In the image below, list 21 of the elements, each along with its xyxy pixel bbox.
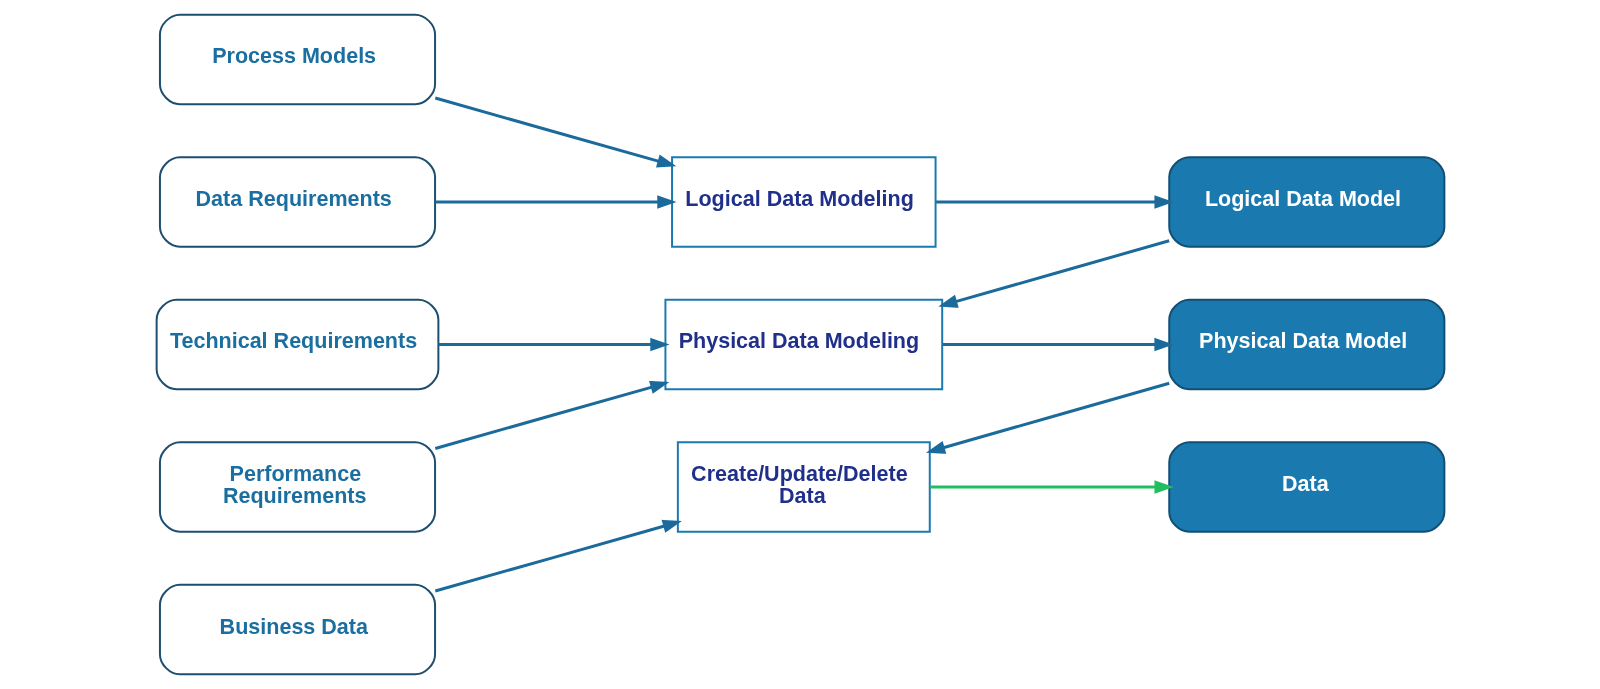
arrow <box>925 381 1170 454</box>
arrow <box>434 96 676 168</box>
arrow <box>935 195 1174 209</box>
node-box: Business Data <box>158 583 436 676</box>
node-box: Technical Requirements <box>155 298 439 391</box>
arrow <box>929 480 1174 494</box>
node-box: Logical Data Modeling <box>670 156 937 248</box>
node-box: Process Models <box>158 13 436 106</box>
arrow <box>434 195 677 209</box>
arrow <box>434 519 682 593</box>
arrow <box>434 380 669 450</box>
arrow <box>937 239 1170 308</box>
node-box: Create/Update/Delete Data <box>676 441 931 533</box>
arrow <box>942 337 1174 352</box>
node-box: Physical Data Model <box>1167 298 1445 391</box>
node-box: Performance Requirements <box>158 441 436 533</box>
node-box: Data Requirements <box>158 156 436 248</box>
arrow <box>438 337 670 352</box>
node-box: Physical Data Modeling <box>663 298 943 391</box>
node-box: Data <box>1167 441 1445 533</box>
node-box: Logical Data Model <box>1167 156 1445 248</box>
